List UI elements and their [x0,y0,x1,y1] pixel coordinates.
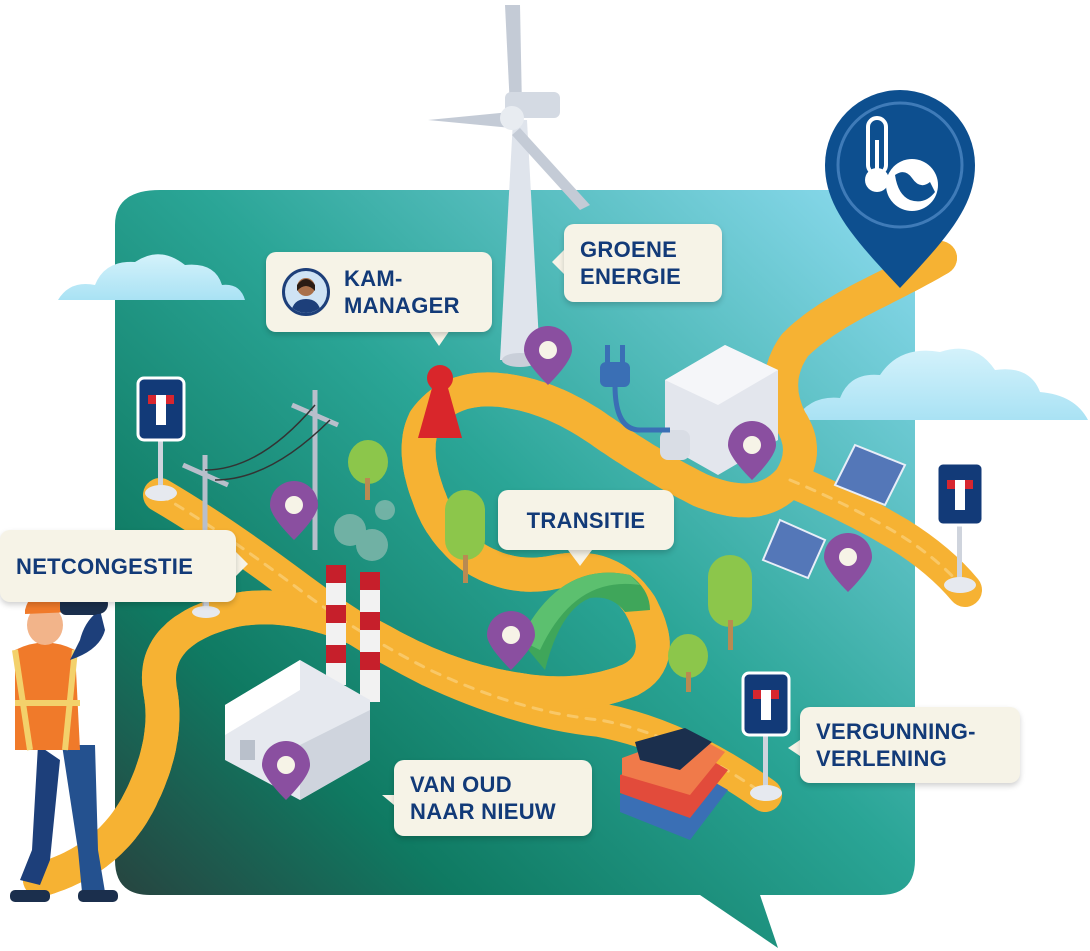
cloud-left [58,254,245,300]
road-sign-left [136,376,186,501]
label-transitie: TRANSITIE [498,490,674,550]
label-text: VAN OUD NAAR NIEUW [410,772,556,824]
label-netcongestie: NETCONGESTIE [0,530,236,602]
plug-icon [600,345,670,433]
person-icon [291,278,321,313]
label-text: NETCONGESTIE [16,553,194,579]
manager-avatar [282,268,330,316]
label-kam-manager: KAM- MANAGER [266,252,492,332]
map-pin-icon [487,611,535,670]
map-pins [262,326,872,800]
factory [225,660,370,800]
pawn-icon [418,365,462,438]
map-pin-icon [262,741,310,800]
label-text: GROENE ENERGIE [580,237,682,289]
wind-turbine [428,5,590,367]
label-text: VERGUNNING- VERLENING [816,719,976,771]
trees [348,440,752,692]
map-pin-icon [728,421,776,480]
road-sign-bottom [741,671,791,801]
solar-panels [761,443,907,580]
chimneys [326,565,380,702]
label-groene-energie: GROENE ENERGIE [564,224,722,302]
map-pin-icon [270,481,318,540]
road-sign-right [935,461,985,593]
label-vergunningverlening: VERGUNNING- VERLENING [800,707,1020,783]
label-text: TRANSITIE [526,507,646,533]
label-tails [236,250,800,805]
books [620,728,728,840]
label-van-oud-naar-nieuw: VAN OUD NAAR NIEUW [394,760,592,836]
label-text: KAM- MANAGER [344,266,460,318]
thermometer-globe-icon [825,90,975,288]
map-pin-icon [524,326,572,385]
cloud-right [795,348,1088,420]
map-pin-icon [824,533,872,592]
smoke [334,500,395,561]
bridge [520,572,650,670]
